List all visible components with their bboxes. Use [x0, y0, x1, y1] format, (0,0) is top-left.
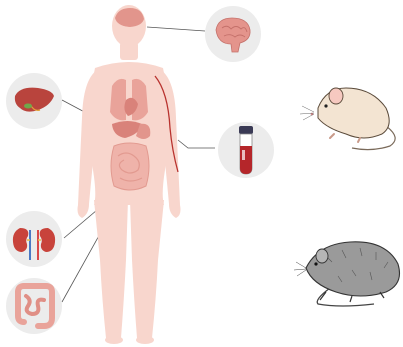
leader-blood	[178, 140, 215, 148]
callout-blood	[218, 122, 274, 178]
left-arm	[78, 70, 98, 218]
callout-intestine	[6, 278, 62, 334]
right-leg	[130, 200, 164, 338]
right-foot	[136, 336, 154, 344]
white-mouse	[300, 88, 395, 150]
intestines-in-body	[111, 143, 149, 190]
mouse-whiskers	[300, 106, 314, 120]
mouse-ear	[329, 88, 343, 104]
rat-whiskers	[294, 262, 306, 276]
callout-liver	[6, 73, 62, 129]
leader-brain	[147, 27, 205, 31]
gray-rat	[294, 242, 400, 306]
left-foot	[105, 336, 123, 344]
rat-ear	[316, 249, 328, 263]
callout-brain	[205, 6, 261, 62]
rat-eye	[314, 262, 317, 265]
mouse-eye	[324, 104, 327, 107]
callout-kidney	[6, 211, 62, 267]
left-leg	[94, 200, 128, 338]
blood-tube-icon	[239, 126, 253, 174]
neck	[120, 42, 138, 60]
